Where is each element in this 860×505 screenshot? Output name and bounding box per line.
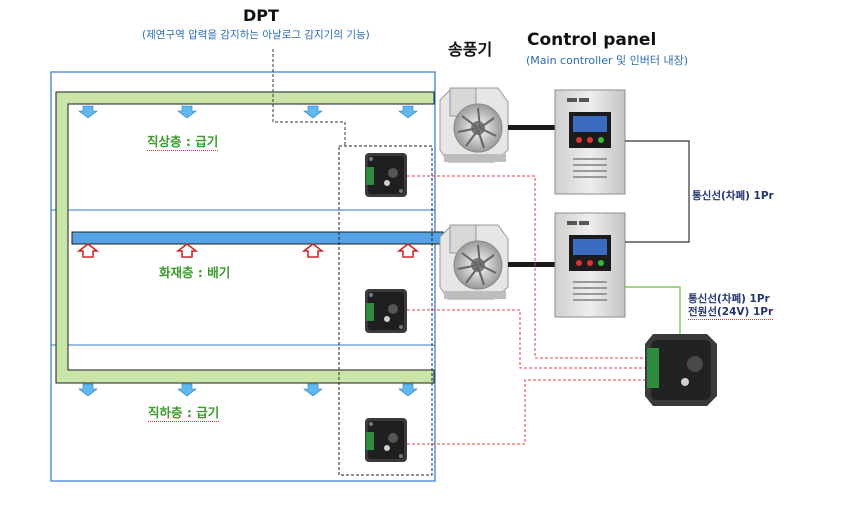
supply-arrows-upper — [78, 105, 418, 119]
comm-line-label-top: 통신선(차폐) 1Pr — [692, 190, 774, 202]
control-panel-title: Control panel — [527, 30, 657, 50]
comm-line-label-bottom: 통신선(차폐) 1Pr — [688, 293, 770, 305]
dpt-module-upper — [365, 153, 407, 197]
zone-label-upper: 직상층 : 급기 — [147, 131, 219, 151]
fan-unit-lower — [439, 224, 509, 300]
dpt-module-fire — [365, 289, 407, 333]
fan-panel-link-upper — [508, 125, 556, 130]
exhaust-duct — [71, 231, 444, 245]
dpt-subtitle: (제연구역 압력을 감지하는 아날로그 감지기의 기능) — [142, 29, 370, 41]
fan-panel-link-lower — [508, 262, 556, 267]
control-panel-subtitle: (Main controller 및 인버터 내장) — [526, 54, 689, 67]
fan-title: 송풍기 — [448, 40, 493, 59]
power-line-label: 전원선(24V) 1Pr — [688, 306, 774, 320]
exhaust-arrows — [78, 243, 418, 258]
control-panel-upper — [554, 89, 626, 195]
building-outline — [50, 71, 436, 482]
main-controller — [645, 334, 717, 406]
supply-arrows-lower — [78, 383, 418, 397]
dpt-module-lower — [365, 418, 407, 462]
power-wire — [625, 286, 681, 340]
zone-label-lower: 직하층 : 급기 — [148, 402, 220, 422]
zone-label-fire: 화재층 : 배기 — [159, 265, 231, 280]
signal-wires — [407, 175, 645, 445]
fan-unit-upper — [439, 87, 509, 163]
dpt-leader-line — [272, 49, 346, 146]
control-panel-lower — [554, 212, 626, 318]
dpt-title: DPT — [243, 6, 279, 25]
comm-wire-panels — [625, 140, 690, 243]
supply-duct — [55, 91, 435, 384]
